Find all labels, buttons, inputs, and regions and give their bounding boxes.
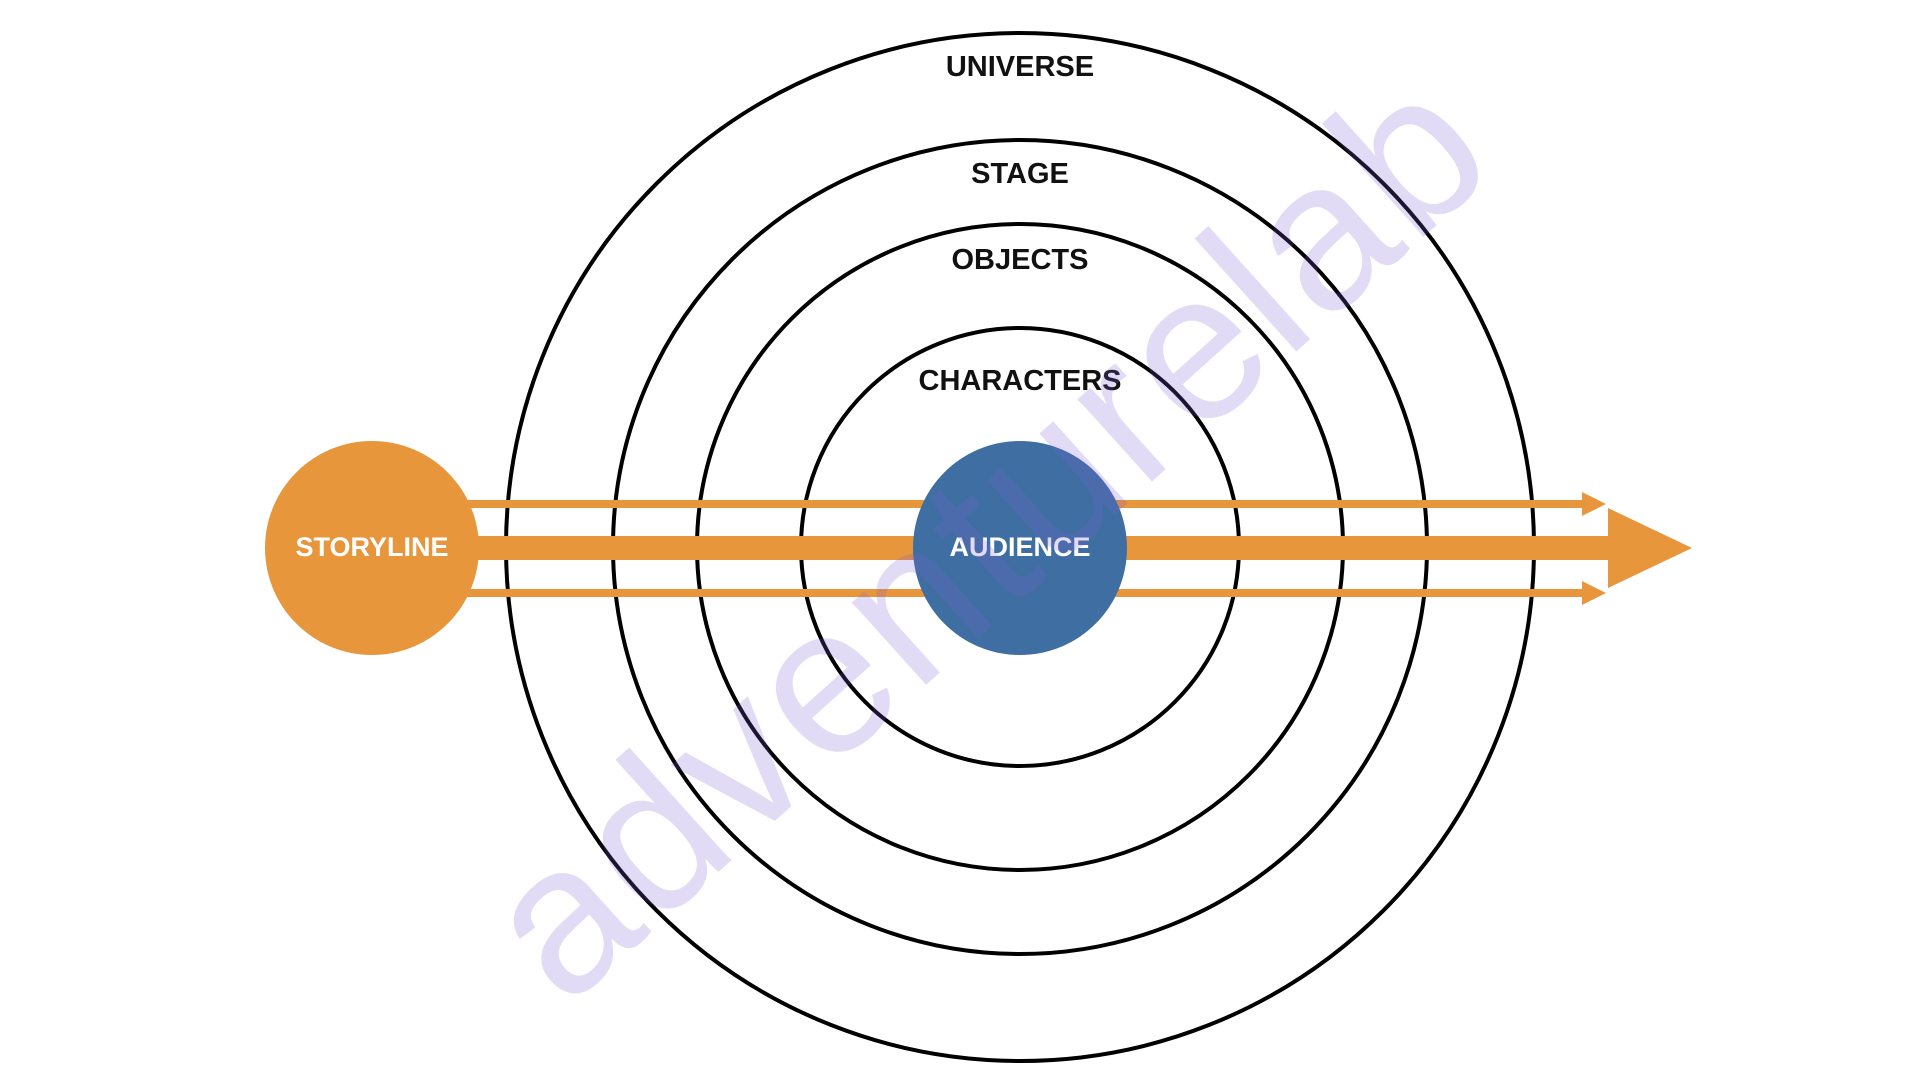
audience-node: AUDIENCE	[913, 441, 1127, 655]
audience-circle	[913, 441, 1127, 655]
audience-label: AUDIENCE	[949, 532, 1090, 562]
arrow-main-head	[1608, 508, 1692, 588]
ring-label-objects: OBJECTS	[952, 244, 1089, 276]
storyline-label: STORYLINE	[295, 532, 448, 562]
arrow-lower-head	[1582, 581, 1606, 605]
storyline-circle	[265, 441, 479, 655]
arrow-upper-head	[1582, 492, 1606, 516]
ring-label-characters: CHARACTERS	[919, 365, 1122, 397]
ring-label-group: UNIVERSE STAGE OBJECTS CHARACTERS	[919, 51, 1122, 397]
ring-label-universe: UNIVERSE	[946, 51, 1094, 83]
ring-label-stage: STAGE	[971, 158, 1069, 190]
storyline-node: STORYLINE	[265, 441, 479, 655]
